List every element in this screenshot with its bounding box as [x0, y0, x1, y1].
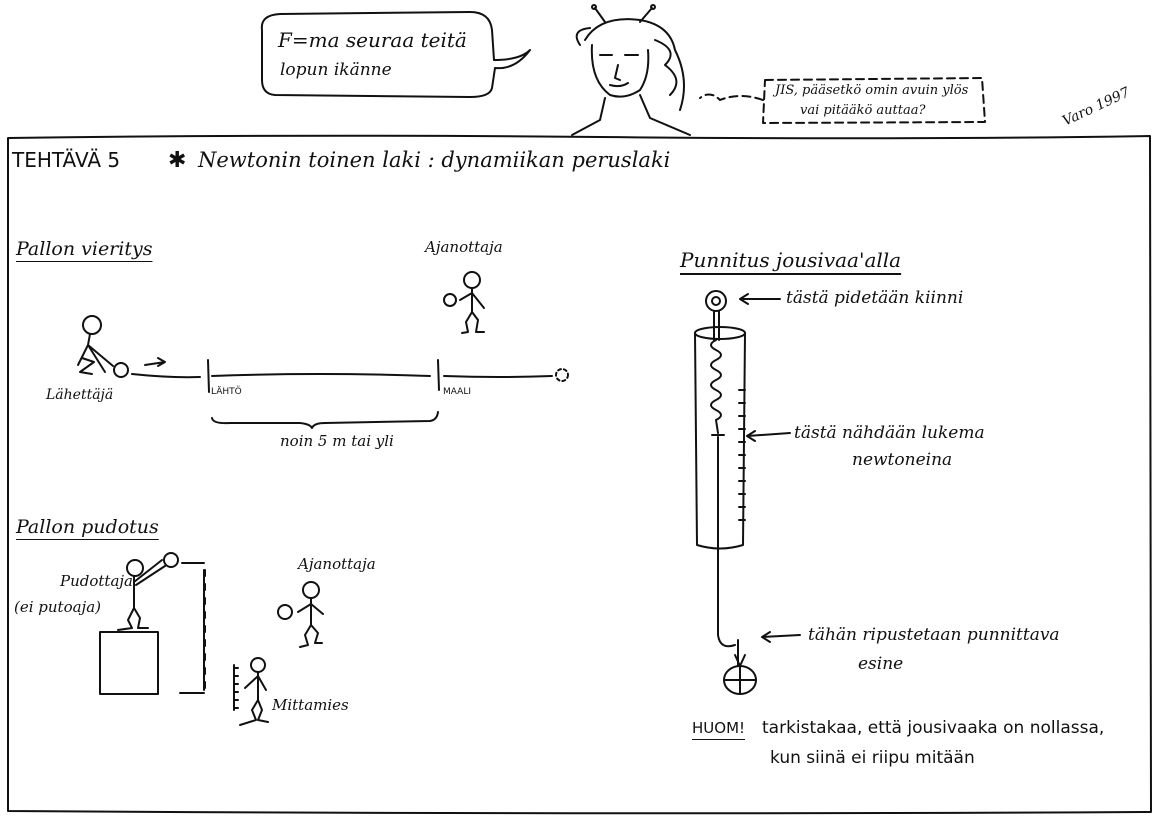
- page-frame: [7, 134, 1152, 815]
- start-label: LÄHTÖ: [211, 387, 242, 397]
- hold-label: tästä pidetään kiinni: [786, 288, 964, 308]
- timer-stick-figure-2: [277, 581, 324, 648]
- sender-label: Lähettäjä: [46, 387, 114, 403]
- speech-bubble-right: [699, 77, 986, 124]
- arrow-icon: [144, 357, 166, 367]
- measurer-stick-figure: [233, 657, 269, 726]
- dropper-note: (ei putoaja): [14, 598, 102, 616]
- sender-stick-figure: [77, 315, 129, 378]
- measurer-label: Mittamies: [272, 696, 349, 714]
- star-icon: ✱: [168, 148, 187, 173]
- note-line2: kun siinä ei riipu mitään: [770, 748, 975, 768]
- finish-label: MAALI: [443, 387, 471, 397]
- task-subtitle: Newtonin toinen laki : dynamiikan perusl…: [198, 148, 671, 172]
- teacher-face-icon: [571, 4, 691, 136]
- arrow-icon: [746, 430, 791, 442]
- bubble-left-line1: F=ma seuraa teitä: [278, 28, 467, 52]
- finish-marker: [437, 359, 440, 391]
- ball-dashed-icon: [555, 368, 569, 382]
- spring-scale: [694, 290, 757, 695]
- hang-label: tähän ripustetaan punnittava: [808, 625, 1060, 645]
- dropper-label: Pudottaja: [60, 572, 133, 590]
- bubble-right-line2: vai pitääkö auttaa?: [800, 103, 926, 118]
- timer-label: Ajanottaja: [425, 238, 503, 256]
- task-number: TEHTÄVÄ 5: [12, 148, 121, 172]
- box: [99, 631, 159, 695]
- reading-label: tästä nähdään lukema: [794, 423, 985, 443]
- distance-label: noin 5 m tai yli: [280, 432, 394, 450]
- note-title: HUOM!: [692, 719, 746, 737]
- speech-bubble-left: [260, 11, 531, 98]
- arrow-icon: [739, 293, 781, 305]
- bubble-left-line2: lopun ikänne: [280, 60, 392, 80]
- timer-label-2: Ajanottaja: [298, 555, 376, 573]
- hang-object: esine: [858, 654, 904, 674]
- note-line1: tarkistakaa, että jousivaaka on nollassa…: [762, 718, 1105, 738]
- rolling-heading: Pallon vieritys: [16, 238, 153, 260]
- start-marker: [207, 359, 210, 393]
- bubble-right-line1: JIS, pääsetkö omin avuin ylös: [775, 83, 969, 98]
- weighing-heading: Punnitus jousivaa'alla: [680, 248, 902, 272]
- reading-unit: newtoneina: [852, 450, 953, 470]
- rolling-track: [131, 373, 553, 379]
- arrow-icon: [761, 631, 801, 643]
- height-marker: [179, 562, 205, 694]
- dropping-heading: Pallon pudotus: [16, 516, 159, 538]
- dropper-stick-figure: [117, 552, 179, 631]
- ruler-icon: [233, 664, 239, 711]
- timer-stick-figure: [443, 271, 485, 334]
- distance-brace: [211, 411, 439, 429]
